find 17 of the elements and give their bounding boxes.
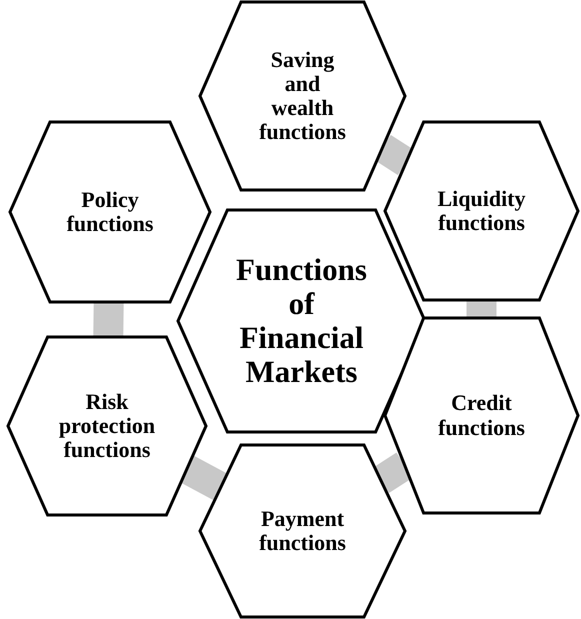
hexagon-label: Credit functions bbox=[437, 391, 526, 440]
hexagon-label: Saving and wealth functions bbox=[258, 48, 347, 144]
hexagon-node bbox=[385, 122, 578, 300]
hexagon-label: Liquidity functions bbox=[436, 186, 527, 236]
hexagon-label: Functions of Financial Markets bbox=[235, 252, 368, 390]
connector-band bbox=[466, 300, 496, 318]
hexagon-node bbox=[200, 445, 405, 617]
connector-band bbox=[93, 302, 124, 338]
hexagon-node bbox=[8, 337, 206, 515]
hexagon-node bbox=[200, 2, 405, 190]
hexagon-node bbox=[178, 210, 425, 432]
hexagon-label: Policy functions bbox=[66, 188, 154, 236]
hexagon-label: Payment functions bbox=[258, 506, 347, 556]
connector-band bbox=[180, 456, 228, 500]
hexagon-label: Risk protection functions bbox=[58, 390, 156, 462]
hexagon-node bbox=[385, 318, 578, 513]
hexagon-node bbox=[10, 122, 210, 302]
